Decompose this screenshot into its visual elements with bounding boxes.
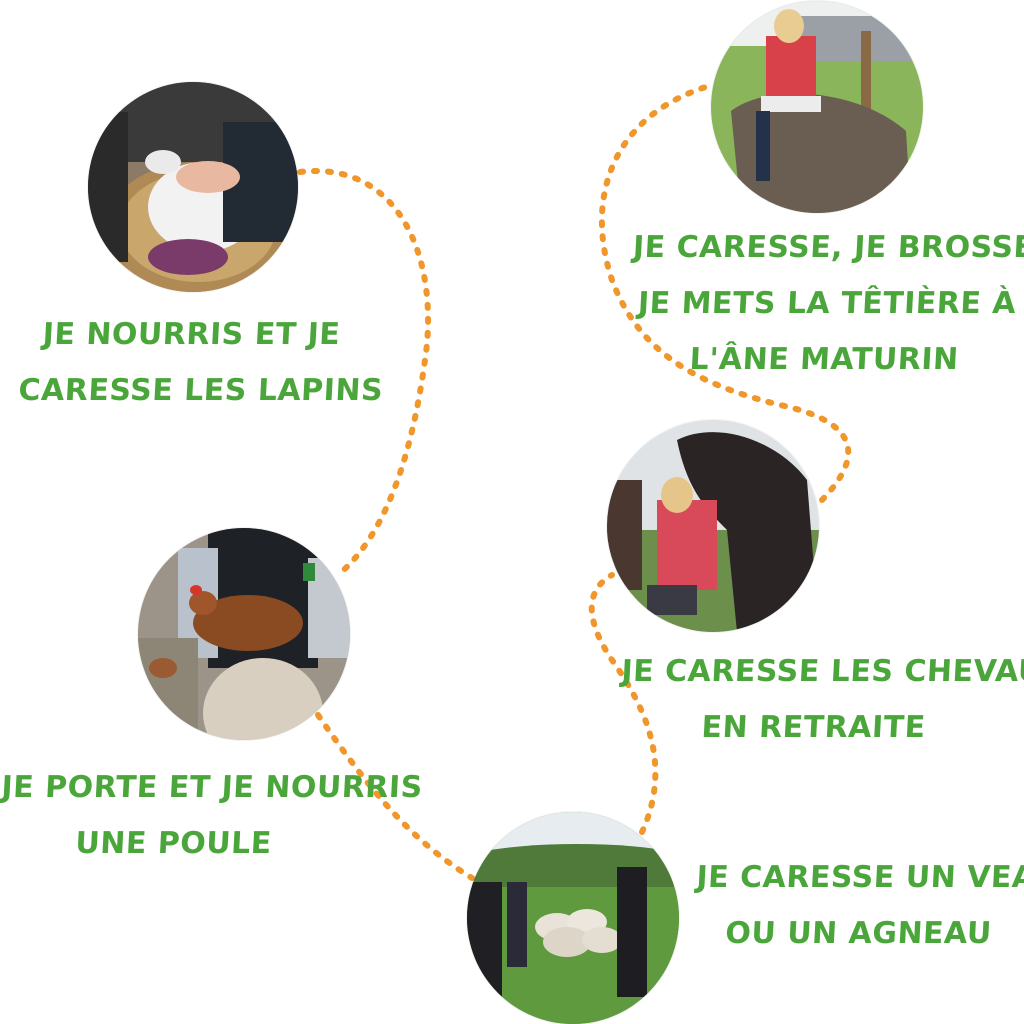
sheep-photo bbox=[467, 812, 679, 1024]
caption-rabbits-line-1: Je nourris et je bbox=[41, 317, 342, 352]
hen-photo bbox=[138, 528, 350, 740]
caption-rabbits-line-2: caresse les lapins bbox=[17, 373, 384, 408]
caption-donkey-line-2: je mets la têtière à bbox=[637, 286, 1017, 321]
caption-horses: Je caresse les chevaux en retraite bbox=[617, 644, 1024, 756]
path-sheep-to-horse bbox=[588, 572, 659, 835]
caption-calf-lamb: Je caresse un veau ou un agneau bbox=[692, 850, 1024, 962]
path-hen-to-sheep bbox=[315, 712, 475, 881]
caption-rabbits: Je nourris et je caresse les lapins bbox=[17, 307, 384, 419]
caption-calf-lamb-line-1: Je caresse un veau bbox=[695, 860, 1024, 895]
caption-donkey: Je caresse, je brosse et je mets la têti… bbox=[626, 220, 1024, 388]
donkey-photo bbox=[711, 1, 923, 213]
rabbit-photo bbox=[88, 82, 298, 292]
caption-donkey-line-3: l'âne Maturin bbox=[688, 342, 960, 377]
path-horse-to-donkey bbox=[598, 82, 852, 503]
horse-photo bbox=[607, 420, 819, 632]
caption-calf-lamb-line-2: ou un agneau bbox=[724, 916, 993, 951]
caption-horses-line-2: en retraite bbox=[700, 710, 927, 745]
caption-hen-line-1: Je porte et je nourris bbox=[0, 770, 424, 805]
caption-hen-line-2: une poule bbox=[74, 826, 273, 861]
path-rabbit-to-hen bbox=[297, 168, 431, 578]
caption-hen: Je porte et je nourris une poule bbox=[0, 760, 424, 872]
caption-horses-line-1: Je caresse les chevaux bbox=[620, 654, 1024, 689]
caption-donkey-line-1: Je caresse, je brosse et bbox=[632, 230, 1024, 265]
